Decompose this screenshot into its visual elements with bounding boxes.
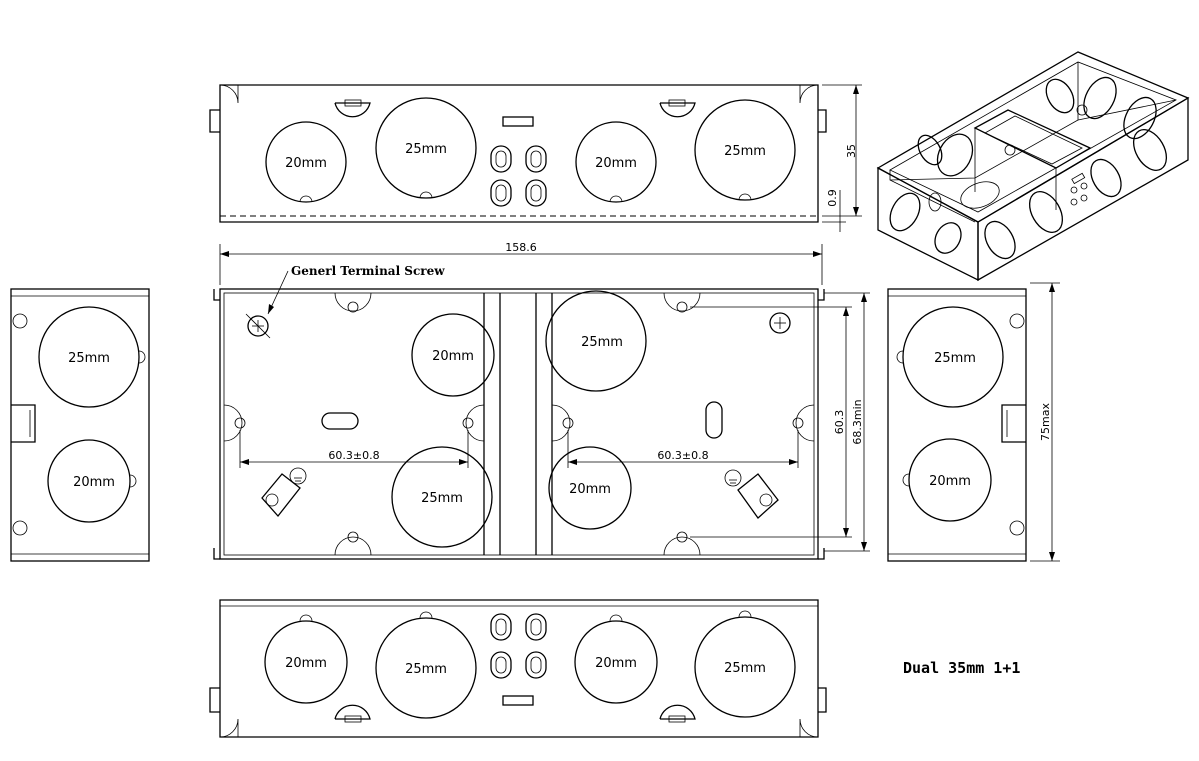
dimension-height-label: 35 [845,144,858,158]
knockout-label: 20mm [73,475,115,490]
knockout-20mm-circle [575,121,657,203]
earth-terminal-icon [261,467,307,518]
knockout-label: 20mm [929,474,971,489]
knockout-label: 25mm [724,144,766,159]
knockout-label: 25mm [405,662,447,677]
left-side-view: 25mm 20mm [10,288,150,562]
terminal-screw-icon [769,312,791,334]
dimension-lip-label: 0.9 [826,189,839,207]
knockout-label: 25mm [405,142,447,157]
terminal-screw-icon [245,313,271,339]
knockout-label: 25mm [68,351,110,366]
vertical-dimensions: 60.3 68.3min [690,292,870,552]
bottom-elevation-view: 20mm 25mm 20mm 25mm [209,599,827,738]
knockout-label: 20mm [285,156,327,171]
knockout-label: 20mm [285,656,327,671]
knockout-label: 20mm [432,349,474,364]
knockout-label: 20mm [569,482,611,497]
knockout-label: 25mm [581,335,623,350]
dimension-centres-label: 60.3±0.8 [328,449,379,462]
knockout-label: 25mm [724,661,766,676]
dimension-vertical-label: 60.3 [833,410,846,435]
fixing-centre-dimension: 60.3±0.8 [239,430,469,468]
right-side-view: 25mm 20mm [887,288,1027,562]
knockout-label: 20mm [595,156,637,171]
max-height-dimension: 75max [1030,282,1060,562]
dimension-max-label: 75max [1039,403,1052,441]
fixing-centre-dimension: 60.3±0.8 [567,430,799,468]
overall-length-dimension: 158.6 [219,241,823,285]
knockout-label: 25mm [934,351,976,366]
top-elevation-view: 20mm 25mm 20mm 25mm [209,84,827,223]
knockout-20mm-circle [265,121,347,203]
knockout-label: 20mm [595,656,637,671]
dimension-length-label: 158.6 [505,241,537,254]
dimension-centres-label: 60.3±0.8 [657,449,708,462]
dimension-min-label: 68.3min [851,399,864,444]
screw-annotation-label: Generl Terminal Screw [291,264,445,278]
knockout-25mm-circle [375,97,477,199]
knockout-label: 25mm [421,491,463,506]
plan-view: 20mm 25mm 25mm 20mm [213,288,825,560]
screw-annotation: Generl Terminal Screw [267,264,445,315]
height-dimension: 35 0.9 [822,84,862,232]
isometric-box-view [876,51,1190,282]
knockout-25mm-circle [694,99,796,201]
earth-terminal-icon [724,469,779,519]
drawing-title: Dual 35mm 1+1 [903,659,1020,677]
